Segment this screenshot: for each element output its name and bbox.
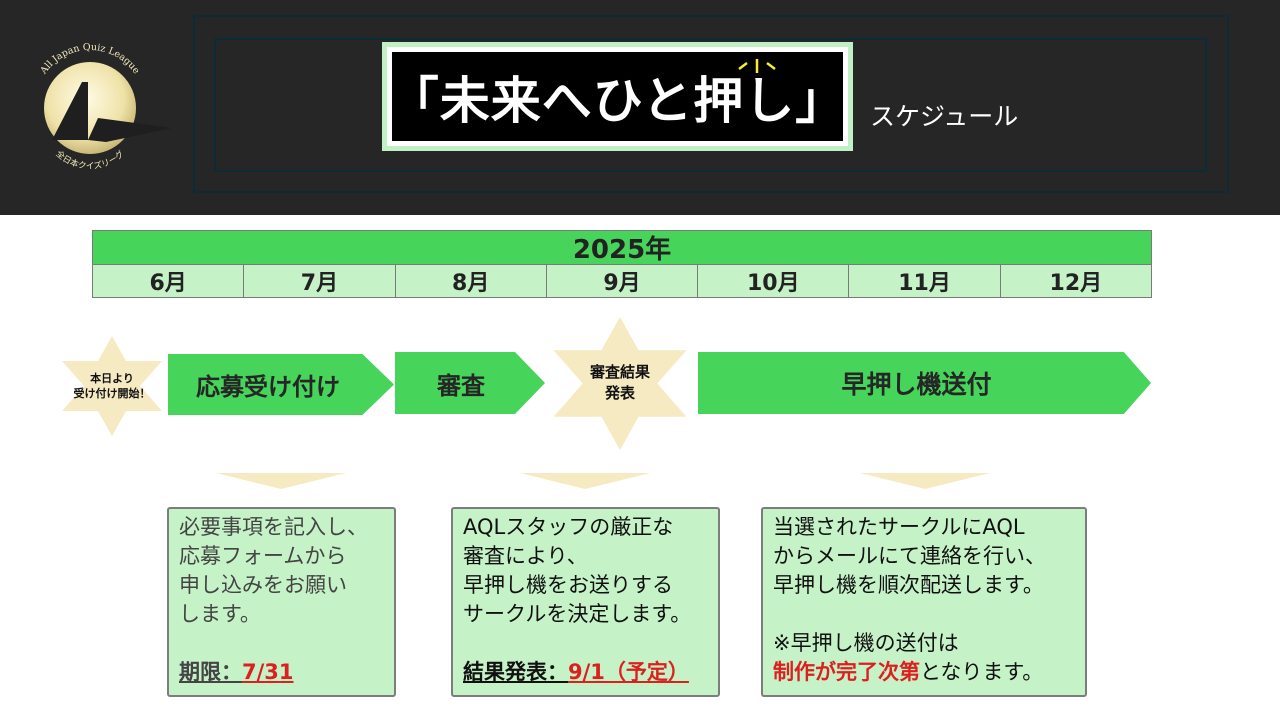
result-date-value: 9/1（予定） — [568, 660, 689, 684]
pointer-triangle — [860, 473, 990, 489]
shipping-note-emphasis: 制作が完了次第 — [773, 660, 920, 684]
page-title: 「未来へひと押し」 — [388, 71, 847, 130]
header-frame-inner — [214, 38, 1207, 172]
month-cell: 6月 — [93, 265, 245, 297]
month-cell: 7月 — [244, 265, 396, 297]
deadline-label: 期限： — [179, 660, 242, 684]
start-star-shape — [62, 336, 162, 436]
page-subtitle: スケジュール — [870, 102, 1019, 131]
month-cell: 9月 — [546, 265, 699, 297]
stage-application-label: 応募受け付け — [196, 373, 340, 401]
month-cell: 11月 — [849, 265, 1001, 297]
stage-application-arrow: 応募受け付け — [168, 354, 394, 415]
header-frame-outer — [193, 15, 1229, 193]
month-header-row: 6月 7月 8月 9月 10月 11月 12月 — [92, 265, 1152, 298]
start-star-label: 本日より 受け付け開始！ — [73, 372, 151, 400]
info-line: AQLスタッフの厳正な — [463, 515, 674, 539]
month-cell: 12月 — [1000, 265, 1151, 297]
stage-review-arrow: 審査 — [395, 352, 545, 414]
info-line: 必要事項を記入し、 — [179, 515, 368, 539]
aql-logo: All Japan Quiz League 全日本クイズリーグ — [38, 42, 172, 170]
stage-shipping-arrow: 早押し機送付 — [698, 352, 1151, 414]
stage-review-label: 審査 — [437, 371, 485, 400]
year-header: 2025年 — [92, 230, 1152, 265]
deadline-value: 7/31 — [242, 660, 294, 684]
application-info-box: 必要事項を記入し、 応募フォームから 申し込みをお願い します。 期限：7/31 — [167, 507, 396, 697]
info-line: 申し込みをお願い — [179, 573, 347, 597]
shipping-info-box: 当選されたサークルにAQL からメールにて連絡を行い、 早押し機を順次配送します… — [761, 507, 1087, 697]
pointer-triangle — [216, 473, 346, 489]
info-line: 応募フォームから — [179, 544, 347, 568]
info-line: 審査により、 — [463, 544, 588, 568]
title-box: 「未来へひと押し」 — [382, 42, 853, 151]
month-cell: 10月 — [698, 265, 850, 297]
shipping-note-tail: となります。 — [920, 660, 1044, 684]
header-band: All Japan Quiz League 全日本クイズリーグ 「未来へひと押し… — [0, 0, 1280, 215]
result-star-label: 審査結果 発表 — [589, 363, 650, 402]
stage-shipping-label: 早押し機送付 — [841, 370, 992, 399]
review-info-box: AQLスタッフの厳正な 審査により、 早押し機をお送りする サークルを決定します… — [451, 507, 720, 697]
month-cell: 8月 — [395, 265, 547, 297]
info-line: 早押し機を順次配送します。 — [773, 573, 1044, 597]
info-line: します。 — [179, 602, 261, 626]
info-line: サークルを決定します。 — [463, 602, 692, 626]
sparkle-icon — [738, 59, 776, 73]
info-line: 当選されたサークルにAQL — [773, 515, 1025, 539]
shipping-note: ※早押し機の送付は — [773, 631, 959, 655]
pointer-triangle — [520, 473, 650, 489]
result-date-label: 結果発表： — [463, 660, 568, 684]
info-line: 早押し機をお送りする — [463, 573, 673, 597]
info-line: からメールにて連絡を行い、 — [773, 544, 1046, 568]
result-star-shape — [553, 317, 687, 450]
